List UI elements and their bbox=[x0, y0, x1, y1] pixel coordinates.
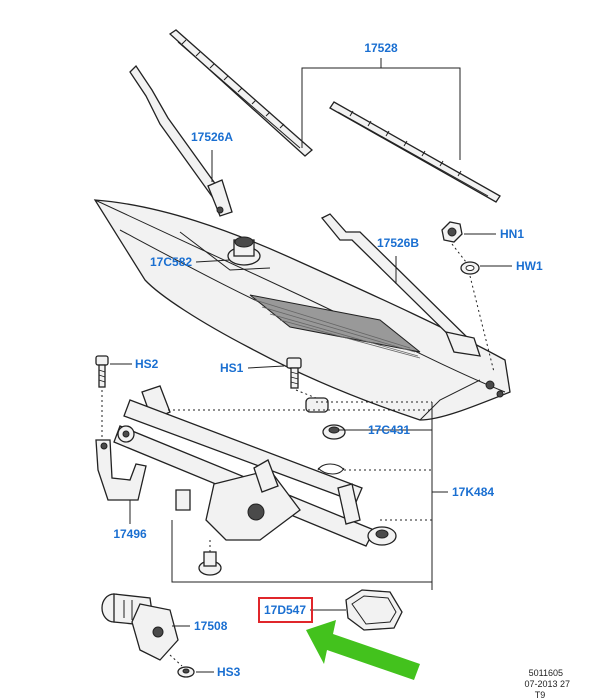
bolt-hs3 bbox=[177, 666, 195, 678]
label-HS2[interactable]: HS2 bbox=[135, 357, 159, 371]
bolt-hs2 bbox=[95, 355, 109, 388]
wiper-blade-left bbox=[168, 29, 313, 157]
label-HW1[interactable]: HW1 bbox=[516, 259, 543, 273]
grommet-17c431 bbox=[305, 397, 346, 471]
drawing-sheet: T9 bbox=[535, 690, 546, 700]
wiper-motor bbox=[101, 593, 179, 661]
label-17C582[interactable]: 17C582 bbox=[150, 255, 192, 269]
washer-hw1 bbox=[460, 261, 480, 275]
label-17K484[interactable]: 17K484 bbox=[452, 485, 494, 499]
leader-17C582 bbox=[195, 259, 231, 263]
drawing-date: 07-2013 27 bbox=[524, 679, 570, 689]
green-arrow bbox=[306, 620, 420, 680]
nut-hn1 bbox=[441, 221, 463, 243]
pivot-nut bbox=[227, 236, 261, 266]
label-HN1[interactable]: HN1 bbox=[500, 227, 524, 241]
leader-HS1 bbox=[247, 365, 285, 369]
drawing-code: 5011605 bbox=[529, 668, 563, 678]
label-17508[interactable]: 17508 bbox=[194, 619, 228, 633]
label-17D547[interactable]: 17D547 bbox=[264, 603, 306, 617]
label-17526A[interactable]: 17526A bbox=[191, 130, 233, 144]
label-HS3[interactable]: HS3 bbox=[217, 665, 241, 679]
wiper-arm-right bbox=[320, 213, 481, 357]
bolt-hs1 bbox=[286, 357, 302, 389]
callout-17C431-17K484 bbox=[338, 402, 433, 590]
highlight-box-17D547 bbox=[258, 597, 313, 623]
label-HS1[interactable]: HS1 bbox=[220, 361, 244, 375]
label-17526B[interactable]: 17526B bbox=[377, 236, 419, 250]
bracket-17496 bbox=[95, 439, 147, 501]
wiper-blade-right bbox=[329, 101, 501, 203]
wiper-arm-left bbox=[129, 64, 233, 217]
callout-17528 bbox=[301, 58, 461, 160]
cowl-panel bbox=[93, 199, 511, 421]
linkage-assembly bbox=[113, 385, 397, 547]
motor-cover bbox=[345, 589, 403, 631]
label-17528[interactable]: 17528 bbox=[364, 41, 398, 55]
lower-grommet bbox=[198, 551, 222, 576]
label-17C431[interactable]: 17C431 bbox=[368, 423, 410, 437]
label-17496[interactable]: 17496 bbox=[113, 527, 147, 541]
